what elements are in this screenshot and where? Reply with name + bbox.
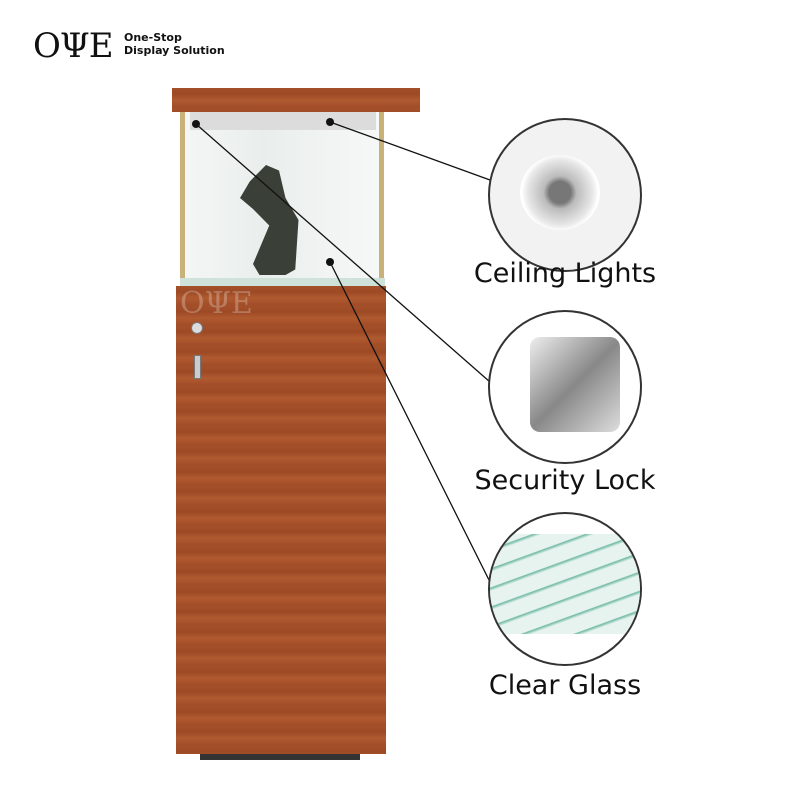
ceiling-light-icon <box>520 155 600 230</box>
callout-line-lock <box>195 123 491 383</box>
security-lock-detail <box>488 310 642 464</box>
brand-tagline: One-Stop Display Solution <box>124 31 225 57</box>
door-handle[interactable] <box>194 355 201 379</box>
callout-dot-lock <box>192 120 200 128</box>
clear-glass-detail <box>488 512 642 666</box>
cabinet-base <box>176 286 386 754</box>
tagline-line1: One-Stop <box>124 31 182 44</box>
callout-line-lights <box>329 121 491 181</box>
ceiling-light-detail <box>488 118 642 272</box>
watermark: OΨE <box>180 286 253 321</box>
lock-icon <box>530 337 620 432</box>
brand-logo: OΨE <box>33 26 114 66</box>
callout-dot-glass <box>326 258 334 266</box>
tagline-line2: Display Solution <box>124 44 225 57</box>
feature-label-lock: Security Lock <box>474 465 656 496</box>
callout-line-glass <box>329 261 494 589</box>
lock-keyhole-icon <box>191 322 203 334</box>
cabinet-top-cap <box>172 88 420 112</box>
feature-label-lights: Ceiling Lights <box>473 258 657 289</box>
glass-panes-icon <box>490 534 640 634</box>
feature-label-glass: Clear Glass <box>488 670 642 701</box>
cabinet-plinth <box>200 754 360 760</box>
glass-shelf <box>180 278 385 286</box>
callout-dot-lights <box>326 118 334 126</box>
